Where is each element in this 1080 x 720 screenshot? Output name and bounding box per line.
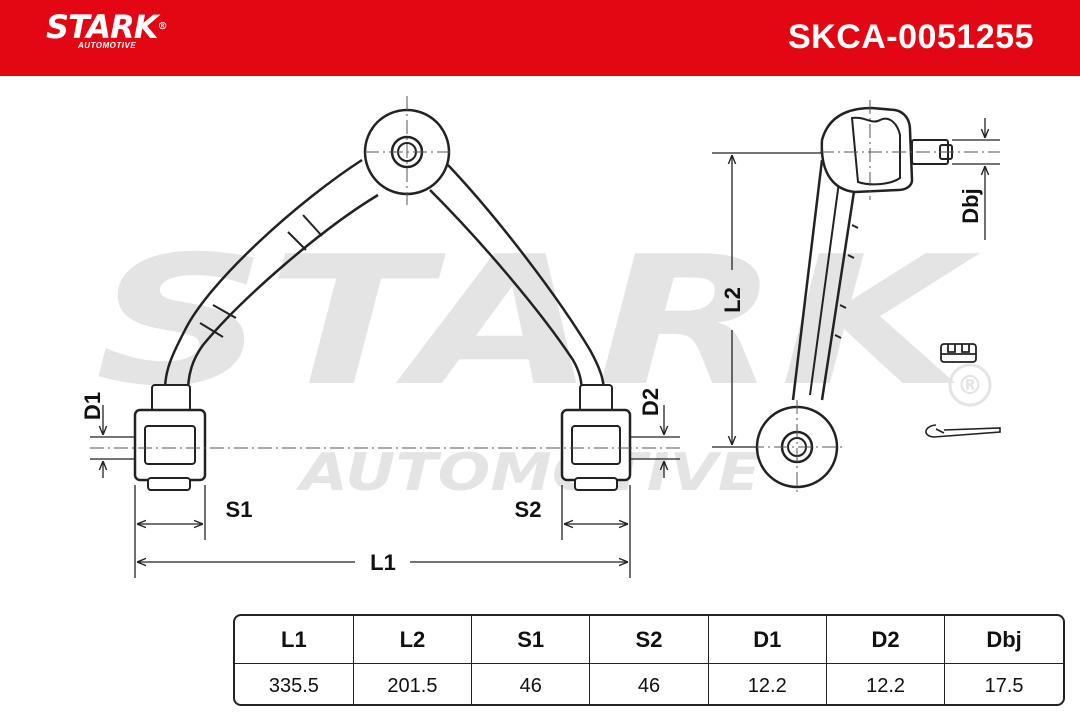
spec-header-l1: L1 (235, 616, 354, 664)
front-view-dimensions (90, 405, 680, 578)
side-arm-beam-left (791, 159, 824, 401)
spec-value-s2: 46 (589, 663, 709, 704)
spec-header-dbj: Dbj (944, 616, 1063, 664)
spec-value-d1: 12.2 (708, 663, 827, 704)
label-d1: D1 (80, 392, 105, 420)
right-bushing-cap (579, 384, 613, 412)
logo-brand: STARK (46, 8, 159, 46)
spec-value-l1: 335.5 (235, 663, 354, 704)
side-ball-joint-boot (850, 116, 901, 186)
side-rib-marks (834, 224, 859, 339)
arm-band-1 (287, 214, 323, 251)
label-l1: L1 (370, 550, 396, 575)
spec-table: L1 L2 S1 S2 D1 D2 Dbj 335.5 201.5 46 46 … (233, 614, 1065, 706)
right-bushing-base (574, 477, 618, 491)
side-view-center-lines (750, 100, 1000, 495)
logo-subtitle: AUTOMOTIVE (78, 41, 137, 50)
watermark-automotive: AUTOMOTIVE (295, 443, 760, 503)
label-dbj: Dbj (958, 188, 983, 223)
spec-header-d2: D2 (826, 616, 946, 664)
left-bushing-cap (151, 384, 191, 412)
left-bushing-base (147, 477, 191, 491)
right-bushing-core (571, 425, 621, 465)
castle-nut-icon (940, 343, 977, 363)
left-bushing-core (144, 425, 196, 465)
side-view-dimensions (712, 118, 1000, 448)
stark-logo: STARK® AUTOMOTIVE (46, 8, 168, 50)
spec-value-row: 335.5 201.5 46 46 12.2 12.2 17.5 (235, 663, 1063, 704)
right-arm-outer (447, 164, 606, 393)
watermark-stark: STARK (95, 218, 980, 425)
spec-value-d2: 12.2 (826, 663, 946, 704)
label-s1: S1 (226, 497, 253, 522)
side-arm-rib (809, 174, 841, 396)
part-number: SKCA-0051255 (787, 18, 1034, 56)
arm-band-2 (199, 304, 237, 338)
watermark-registered-circle (948, 363, 992, 407)
technical-drawing: STARK AUTOMOTIVE ® (80, 96, 1001, 578)
spec-header-row: L1 L2 S1 S2 D1 D2 Dbj (235, 616, 1063, 664)
left-arm-outer (163, 158, 363, 391)
label-d2: D2 (638, 388, 663, 416)
spec-header-s1: S1 (471, 616, 591, 664)
spec-value-l2: 201.5 (353, 663, 473, 704)
spec-header-l2: L2 (353, 616, 473, 664)
spec-header-d1: D1 (708, 616, 827, 664)
logo-registered-mark: ® (157, 21, 168, 32)
watermark: STARK AUTOMOTIVE ® (95, 218, 992, 503)
side-arm-beam-right (820, 184, 857, 401)
label-s2: S2 (515, 497, 542, 522)
label-l2: L2 (720, 287, 745, 313)
spec-value-s1: 46 (471, 663, 591, 704)
cotter-pin-icon (925, 424, 1001, 438)
header-bar: STARK® AUTOMOTIVE SKCA-0051255 (0, 0, 1080, 76)
right-arm-inner (429, 189, 584, 396)
spec-value-dbj: 17.5 (984, 675, 1024, 697)
center-lines (90, 96, 680, 449)
left-arm-inner (186, 193, 379, 393)
watermark-registered: ® (957, 371, 983, 401)
spec-header-s2: S2 (589, 616, 709, 664)
